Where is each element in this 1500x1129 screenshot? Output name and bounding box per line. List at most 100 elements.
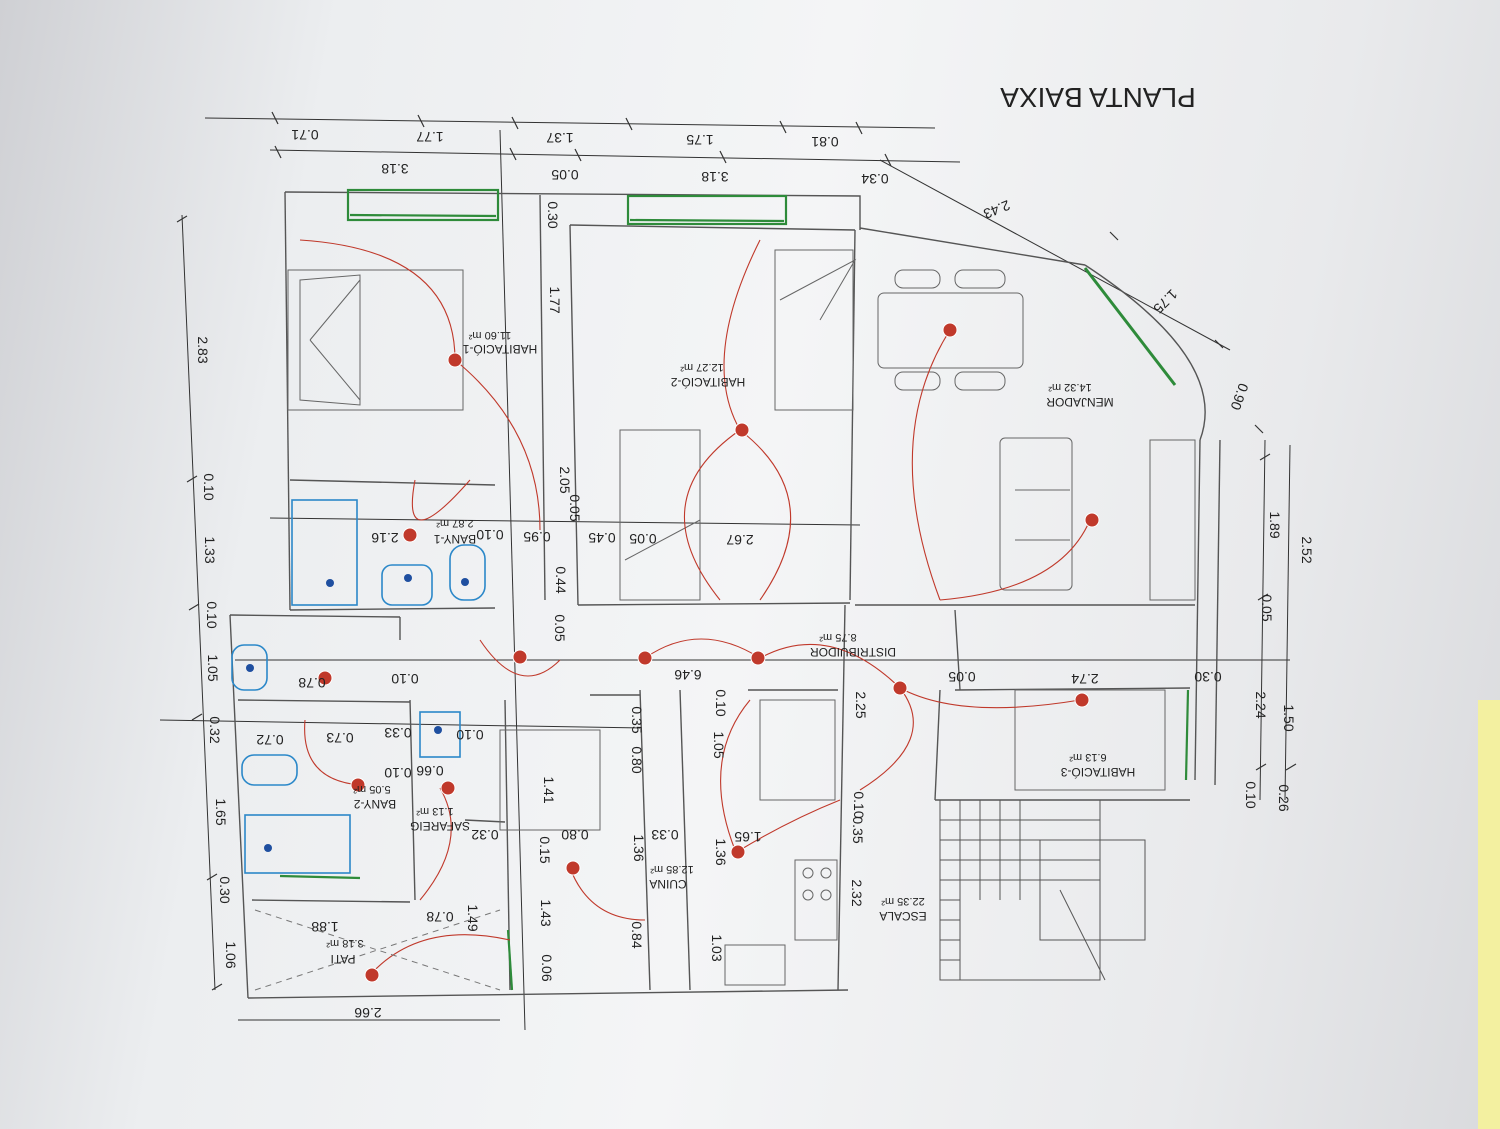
dimension-label: 1.77: [547, 286, 563, 313]
patio-hatch: [254, 909, 501, 991]
dimension-label: 0.06: [539, 954, 555, 981]
dimension-label: 0.95: [523, 529, 550, 545]
dimension-label: 0.80: [629, 746, 645, 773]
dimension-label: 0.35: [629, 706, 645, 733]
dimension-label: 1.36: [631, 834, 647, 861]
dimension-label: 0.81: [811, 134, 838, 150]
room-area: 14.32 m²: [1048, 381, 1092, 393]
room-name: HABITACIÓ-3: [1060, 765, 1135, 780]
dimension-label: 0.26: [1276, 784, 1292, 811]
dimension-label: 1.33: [202, 536, 218, 563]
room-area: 22.35 m²: [881, 895, 925, 907]
room-area: 8.75 m²: [819, 631, 857, 643]
room-area: 1.13 m²: [416, 805, 454, 817]
dimension-label: 0.05: [629, 531, 656, 547]
dimension-label: 0.10: [391, 671, 418, 687]
dimension-label: 2.25: [853, 691, 869, 718]
dimension-label: 2.05: [557, 466, 573, 493]
dimension-label: 1.05: [205, 654, 221, 681]
dimension-label: 2.83: [195, 336, 211, 363]
dimension-label: 1.03: [709, 934, 725, 961]
room-name: BANY-1: [434, 532, 477, 546]
dimension-label: 3.18: [381, 161, 408, 177]
dimension-label: 2.67: [726, 532, 753, 548]
dimension-label: 6.46: [674, 667, 701, 683]
dimension-label: 0.90: [1227, 381, 1251, 412]
dimension-label: 2.32: [849, 879, 865, 906]
dimension-label: 0.05: [551, 167, 578, 183]
sheet-title: PLANTA BAIXA: [1000, 82, 1196, 113]
walls: [229, 191, 1221, 999]
light-points: [317, 322, 1100, 983]
sticky-note: [1478, 700, 1500, 1129]
room-name: PATI: [331, 952, 356, 966]
dimension-label: 2.66: [354, 1005, 381, 1021]
dimension-label: 1.65: [734, 829, 761, 845]
dimension-label: 0.10: [201, 473, 217, 500]
furniture: [287, 249, 1196, 986]
dimension-label: 1.41: [541, 776, 557, 803]
room-area: 5.05 m²: [353, 783, 391, 795]
dimension-ticks: [176, 111, 1297, 991]
room-name: DISTRIBUIDOR: [810, 645, 896, 659]
dimension-label: 0.35: [850, 816, 866, 843]
dimension-label: 2.74: [1071, 671, 1098, 687]
dimension-label: 1.75: [686, 132, 713, 148]
room-area: 11.60 m²: [468, 329, 511, 341]
dimension-lines: [159, 117, 1291, 1031]
dimension-label: 1.88: [311, 919, 338, 935]
room-name: ESCALA: [879, 909, 926, 923]
dimension-label: 1.49: [465, 904, 481, 931]
dimension-label: 0.71: [291, 127, 318, 143]
dimension-label: 0.33: [384, 725, 411, 741]
dimension-label: 0.30: [217, 876, 233, 903]
dimension-label: 1.36: [713, 838, 729, 865]
dimension-label: 1.89: [1267, 511, 1283, 538]
electrical-wiring: [299, 239, 1091, 976]
dimension-label: 0.10: [204, 601, 220, 628]
dimension-label: 1.75: [1150, 286, 1181, 317]
room-area: 12.27 m²: [680, 361, 724, 373]
dimension-label: 0.78: [426, 909, 453, 925]
dimension-label: 0.10: [476, 527, 503, 543]
dimension-label: 0.10: [456, 727, 483, 743]
room-area: 2.87 m²: [436, 517, 474, 529]
room-name: BANY-2: [354, 797, 397, 811]
dimension-label: 0.33: [651, 827, 678, 843]
dimension-label: 0.66: [416, 763, 443, 779]
plumbing-marks: [246, 574, 469, 852]
dimension-label: 0.30: [545, 201, 561, 228]
dimension-label: 0.32: [471, 827, 498, 843]
dimension-label: 1.77: [416, 129, 443, 145]
dimension-label: 2.52: [1299, 536, 1315, 563]
dimension-label: 0.34: [861, 171, 888, 187]
dimension-label: 0.10: [713, 689, 729, 716]
room-name: CUINA: [649, 877, 686, 891]
room-name: SAFAREIG: [410, 819, 470, 833]
dimension-label: 0.15: [537, 836, 553, 863]
dimension-label: 1.43: [538, 899, 554, 926]
room-area: 6.13 m²: [1069, 751, 1107, 763]
dimension-label: 0.78: [298, 675, 325, 691]
dimension-label: 0.44: [553, 566, 569, 593]
dimension-label: 0.73: [326, 730, 353, 746]
dimension-label: 0.72: [256, 732, 283, 748]
dimension-label: 0.05: [552, 614, 568, 641]
dimension-label: 2.24: [1253, 691, 1269, 718]
room-name: MENJADOR: [1046, 395, 1114, 409]
dimension-label: 1.06: [223, 941, 239, 968]
dimension-label: 1.37: [546, 130, 573, 146]
room-name: HABITACIÓ-2: [670, 375, 745, 390]
dimension-label: 0.10: [1243, 781, 1259, 808]
dimension-label: 0.05: [1259, 594, 1275, 621]
plumbing-fixtures: [231, 499, 486, 874]
dimension-label: 1.05: [711, 731, 727, 758]
dimension-label: 2.43: [981, 197, 1012, 222]
dimension-label: 2.16: [371, 530, 398, 546]
dimension-label: 3.18: [701, 169, 728, 185]
dimension-label: 0.10: [851, 791, 867, 818]
room-area: 12.85 m²: [650, 863, 694, 875]
dimension-label: 0.45: [588, 530, 615, 546]
